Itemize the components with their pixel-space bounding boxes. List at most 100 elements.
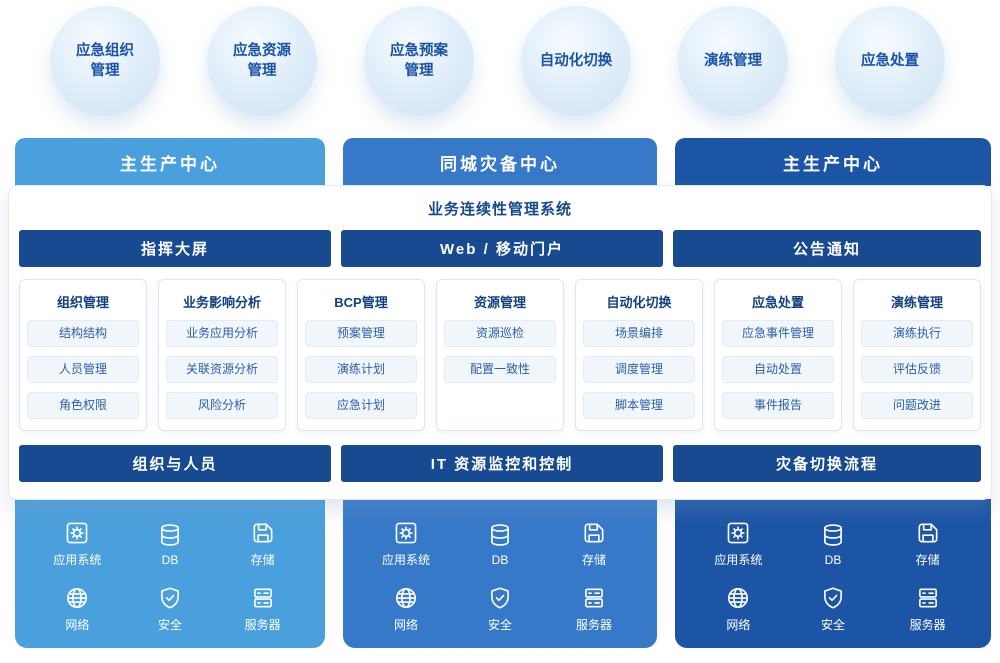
infra-item-server: 服务器	[547, 580, 641, 639]
shield-icon	[820, 585, 846, 611]
bubble-emergency-response: 应急处置	[835, 6, 945, 116]
infrastructure-panels: 应用系统 DB 存储 网络 安全 服务器	[15, 499, 991, 648]
card-business-impact-analysis: 业务影响分析 业务应用分析 关联资源分析 风险分析	[158, 279, 286, 431]
infra-label: 安全	[487, 617, 512, 632]
bubble-label: 应急处置	[861, 52, 919, 69]
bubble-emergency-organization: 应急组织 管理	[50, 6, 160, 116]
bubble-emergency-plan: 应急预案 管理	[364, 6, 474, 116]
infra-item-app-system: 应用系统	[359, 515, 453, 574]
card-title: 演练管理	[890, 295, 943, 310]
bar-announcement: 公告通知	[673, 230, 981, 267]
infra-label: DB	[491, 552, 509, 567]
infra-label: 网络	[393, 617, 418, 632]
network-icon	[64, 585, 90, 611]
card-title: 业务影响分析	[182, 295, 261, 310]
infra-item-security: 安全	[786, 580, 881, 639]
infra-item-db: DB	[453, 515, 547, 574]
server-icon	[250, 585, 276, 611]
card-item: 结构结构	[27, 320, 139, 347]
network-icon	[393, 585, 419, 611]
card-item: 人员管理	[27, 356, 139, 383]
tab-same-city-dr-center: 同城灾备中心	[343, 138, 657, 186]
card-title: 应急处置	[751, 295, 804, 310]
bubble-label: 应急组织 管理	[76, 42, 134, 79]
card-bcp-mgmt: BCP管理 预案管理 演练计划 应急计划	[297, 279, 425, 431]
infra-item-storage: 存储	[880, 515, 975, 574]
infra-label: 应用系统	[381, 553, 430, 568]
database-icon	[487, 522, 513, 548]
tab-primary-production-center-right: 主生产中心	[675, 138, 991, 186]
infra-label: 网络	[65, 617, 90, 632]
card-organization-mgmt: 组织管理 结构结构 人员管理 角色权限	[19, 279, 147, 431]
card-item: 角色权限	[27, 392, 139, 419]
bar-it-resource-monitoring: IT 资源监控和控制	[341, 445, 663, 482]
tab-primary-production-center: 主生产中心	[15, 138, 325, 186]
module-cards: 组织管理 结构结构 人员管理 角色权限 业务影响分析 业务应用分析 关联资源分析…	[19, 279, 981, 431]
card-emergency-response: 应急处置 应急事件管理 自动处置 事件报告	[714, 279, 842, 431]
infra-item-security: 安全	[453, 580, 547, 639]
infra-label: 应用系统	[53, 553, 102, 568]
bubble-automated-switchover: 自动化切换	[521, 6, 631, 116]
infra-label: 服务器	[575, 617, 612, 632]
infra-item-app-system: 应用系统	[31, 515, 124, 574]
infra-label: 安全	[157, 617, 182, 632]
bar-command-screen: 指挥大屏	[19, 230, 331, 267]
infra-label: DB	[824, 552, 842, 567]
server-icon	[915, 585, 941, 611]
card-item: 评估反馈	[861, 356, 973, 383]
infra-label: DB	[161, 552, 179, 567]
infra-label: 存储	[915, 553, 940, 568]
network-icon	[725, 585, 751, 611]
bubble-label: 演练管理	[704, 52, 762, 69]
storage-icon	[915, 520, 941, 546]
bubble-label: 应急资源 管理	[233, 42, 291, 79]
infra-item-db: DB	[124, 515, 217, 574]
application-system-icon	[393, 520, 419, 546]
infra-same-city-dr: 应用系统 DB 存储 网络 安全 服务器	[343, 499, 657, 648]
infra-item-storage: 存储	[547, 515, 641, 574]
card-item: 自动处置	[722, 356, 834, 383]
infra-label: 服务器	[909, 617, 946, 632]
process-bars: 组织与人员 IT 资源监控和控制 灾备切换流程	[19, 445, 981, 482]
infra-item-security: 安全	[124, 580, 217, 639]
card-item: 配置一致性	[444, 356, 556, 383]
card-item: 调度管理	[583, 356, 695, 383]
application-system-icon	[64, 520, 90, 546]
infra-item-db: DB	[786, 515, 881, 574]
card-automated-switchover: 自动化切换 场景编排 调度管理 脚本管理	[575, 279, 703, 431]
card-resource-mgmt: 资源管理 资源巡检 配置一致性	[436, 279, 564, 431]
card-item: 资源巡检	[444, 320, 556, 347]
storage-icon	[581, 520, 607, 546]
bubble-emergency-resources: 应急资源 管理	[207, 6, 317, 116]
infra-item-network: 网络	[359, 580, 453, 639]
infra-label: 服务器	[244, 617, 281, 632]
infra-primary-production: 应用系统 DB 存储 网络 安全 服务器	[15, 499, 325, 648]
infra-item-storage: 存储	[216, 515, 309, 574]
card-drill-mgmt: 演练管理 演练执行 评估反馈 问题改进	[853, 279, 981, 431]
infra-label: 应用系统	[714, 553, 763, 568]
card-item: 演练计划	[305, 356, 417, 383]
card-title: BCP管理	[334, 295, 388, 310]
datacenter-tabs: 主生产中心 同城灾备中心 主生产中心	[15, 138, 991, 186]
card-item: 预案管理	[305, 320, 417, 347]
portal-bars: 指挥大屏 Web / 移动门户 公告通知	[19, 230, 981, 267]
card-item: 脚本管理	[583, 392, 695, 419]
shield-icon	[487, 585, 513, 611]
bar-web-mobile-portal: Web / 移动门户	[341, 230, 663, 267]
card-title: 自动化切换	[606, 295, 672, 310]
infra-item-server: 服务器	[880, 580, 975, 639]
bar-dr-switch-process: 灾备切换流程	[673, 445, 981, 482]
database-icon	[820, 522, 846, 548]
application-system-icon	[725, 520, 751, 546]
card-item: 关联资源分析	[166, 356, 278, 383]
infra-primary-production-right: 应用系统 DB 存储 网络 安全 服务器	[675, 499, 991, 648]
card-item: 问题改进	[861, 392, 973, 419]
infra-item-network: 网络	[691, 580, 786, 639]
card-item: 应急事件管理	[722, 320, 834, 347]
infra-item-network: 网络	[31, 580, 124, 639]
system-title: 业务连续性管理系统	[427, 201, 572, 218]
infra-label: 网络	[726, 617, 751, 632]
infra-item-server: 服务器	[216, 580, 309, 639]
database-icon	[157, 522, 183, 548]
